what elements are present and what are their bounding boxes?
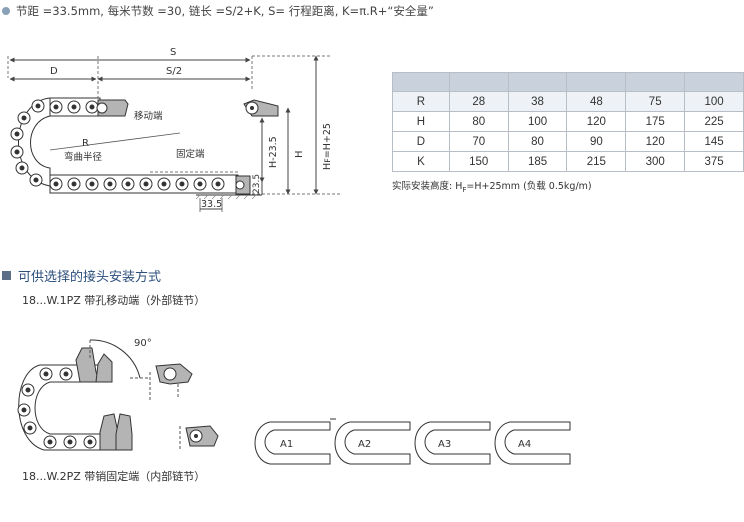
spec-note: 节距 =33.5mm, 每米节数 =30, 链长 =S/2+K, S= 行程距离… bbox=[2, 3, 434, 19]
section-title: 可供选择的接头安装方式 bbox=[2, 266, 161, 285]
label-S2: S/2 bbox=[166, 66, 182, 77]
square-bullet-icon bbox=[2, 271, 11, 280]
variant-A1: A1 bbox=[254, 418, 336, 465]
svg-text:A3: A3 bbox=[438, 439, 451, 450]
table-row-K: K 150 185 215 300 375 bbox=[392, 151, 744, 172]
install-height-note: 实际安装高度: HF=H+25mm (负载 0.5kg/m) bbox=[392, 181, 592, 194]
variant-A2: A2 bbox=[334, 421, 411, 465]
spec-note-text: 节距 =33.5mm, 每米节数 =30, 链长 =S/2+K, S= 行程距离… bbox=[16, 4, 434, 18]
label-bend-radius: 弯曲半径 bbox=[64, 151, 103, 163]
chain-dimension-diagram: S D S/2 移动端 R 弯曲半径 bbox=[7, 47, 340, 212]
label-23-5: 23.5 bbox=[252, 174, 262, 194]
label-S: S bbox=[170, 47, 176, 58]
option-1pz-label: 18...W.1PZ 带孔移动端（外部链节） bbox=[22, 294, 206, 307]
table-row-H: H 80 100 120 175 225 bbox=[392, 111, 744, 132]
table-row-R: R 28 38 48 75 100 bbox=[392, 91, 744, 112]
table-header-row bbox=[392, 72, 744, 92]
svg-text:A4: A4 bbox=[518, 439, 531, 450]
label-33-5: 33.5 bbox=[201, 199, 222, 210]
label-R: R bbox=[82, 138, 89, 149]
label-H-minus: H-23.5 bbox=[268, 136, 279, 168]
label-D: D bbox=[50, 66, 58, 77]
svg-text:A2: A2 bbox=[358, 439, 371, 450]
spec-table: R 28 38 48 75 100 H 80 100 120 175 225 D… bbox=[392, 72, 744, 172]
option-2pz-label: 18...W.2PZ 带销固定端（内部链节） bbox=[22, 470, 206, 483]
variant-A3: A3 bbox=[414, 421, 491, 465]
table-row-D: D 70 80 90 120 145 bbox=[392, 131, 744, 152]
label-moving-end: 移动端 bbox=[134, 110, 163, 122]
label-H: H bbox=[294, 150, 305, 158]
mounting-options-diagram: 90° A1 A2 A3 A4 bbox=[17, 338, 571, 465]
label-90-deg: 90° bbox=[134, 338, 152, 349]
label-fixed-end: 固定端 bbox=[176, 148, 205, 160]
label-HF: Hꜰ=H+25 bbox=[322, 123, 333, 170]
variant-A4: A4 bbox=[494, 421, 571, 465]
svg-text:A1: A1 bbox=[280, 439, 293, 450]
bullet-icon bbox=[2, 7, 10, 15]
